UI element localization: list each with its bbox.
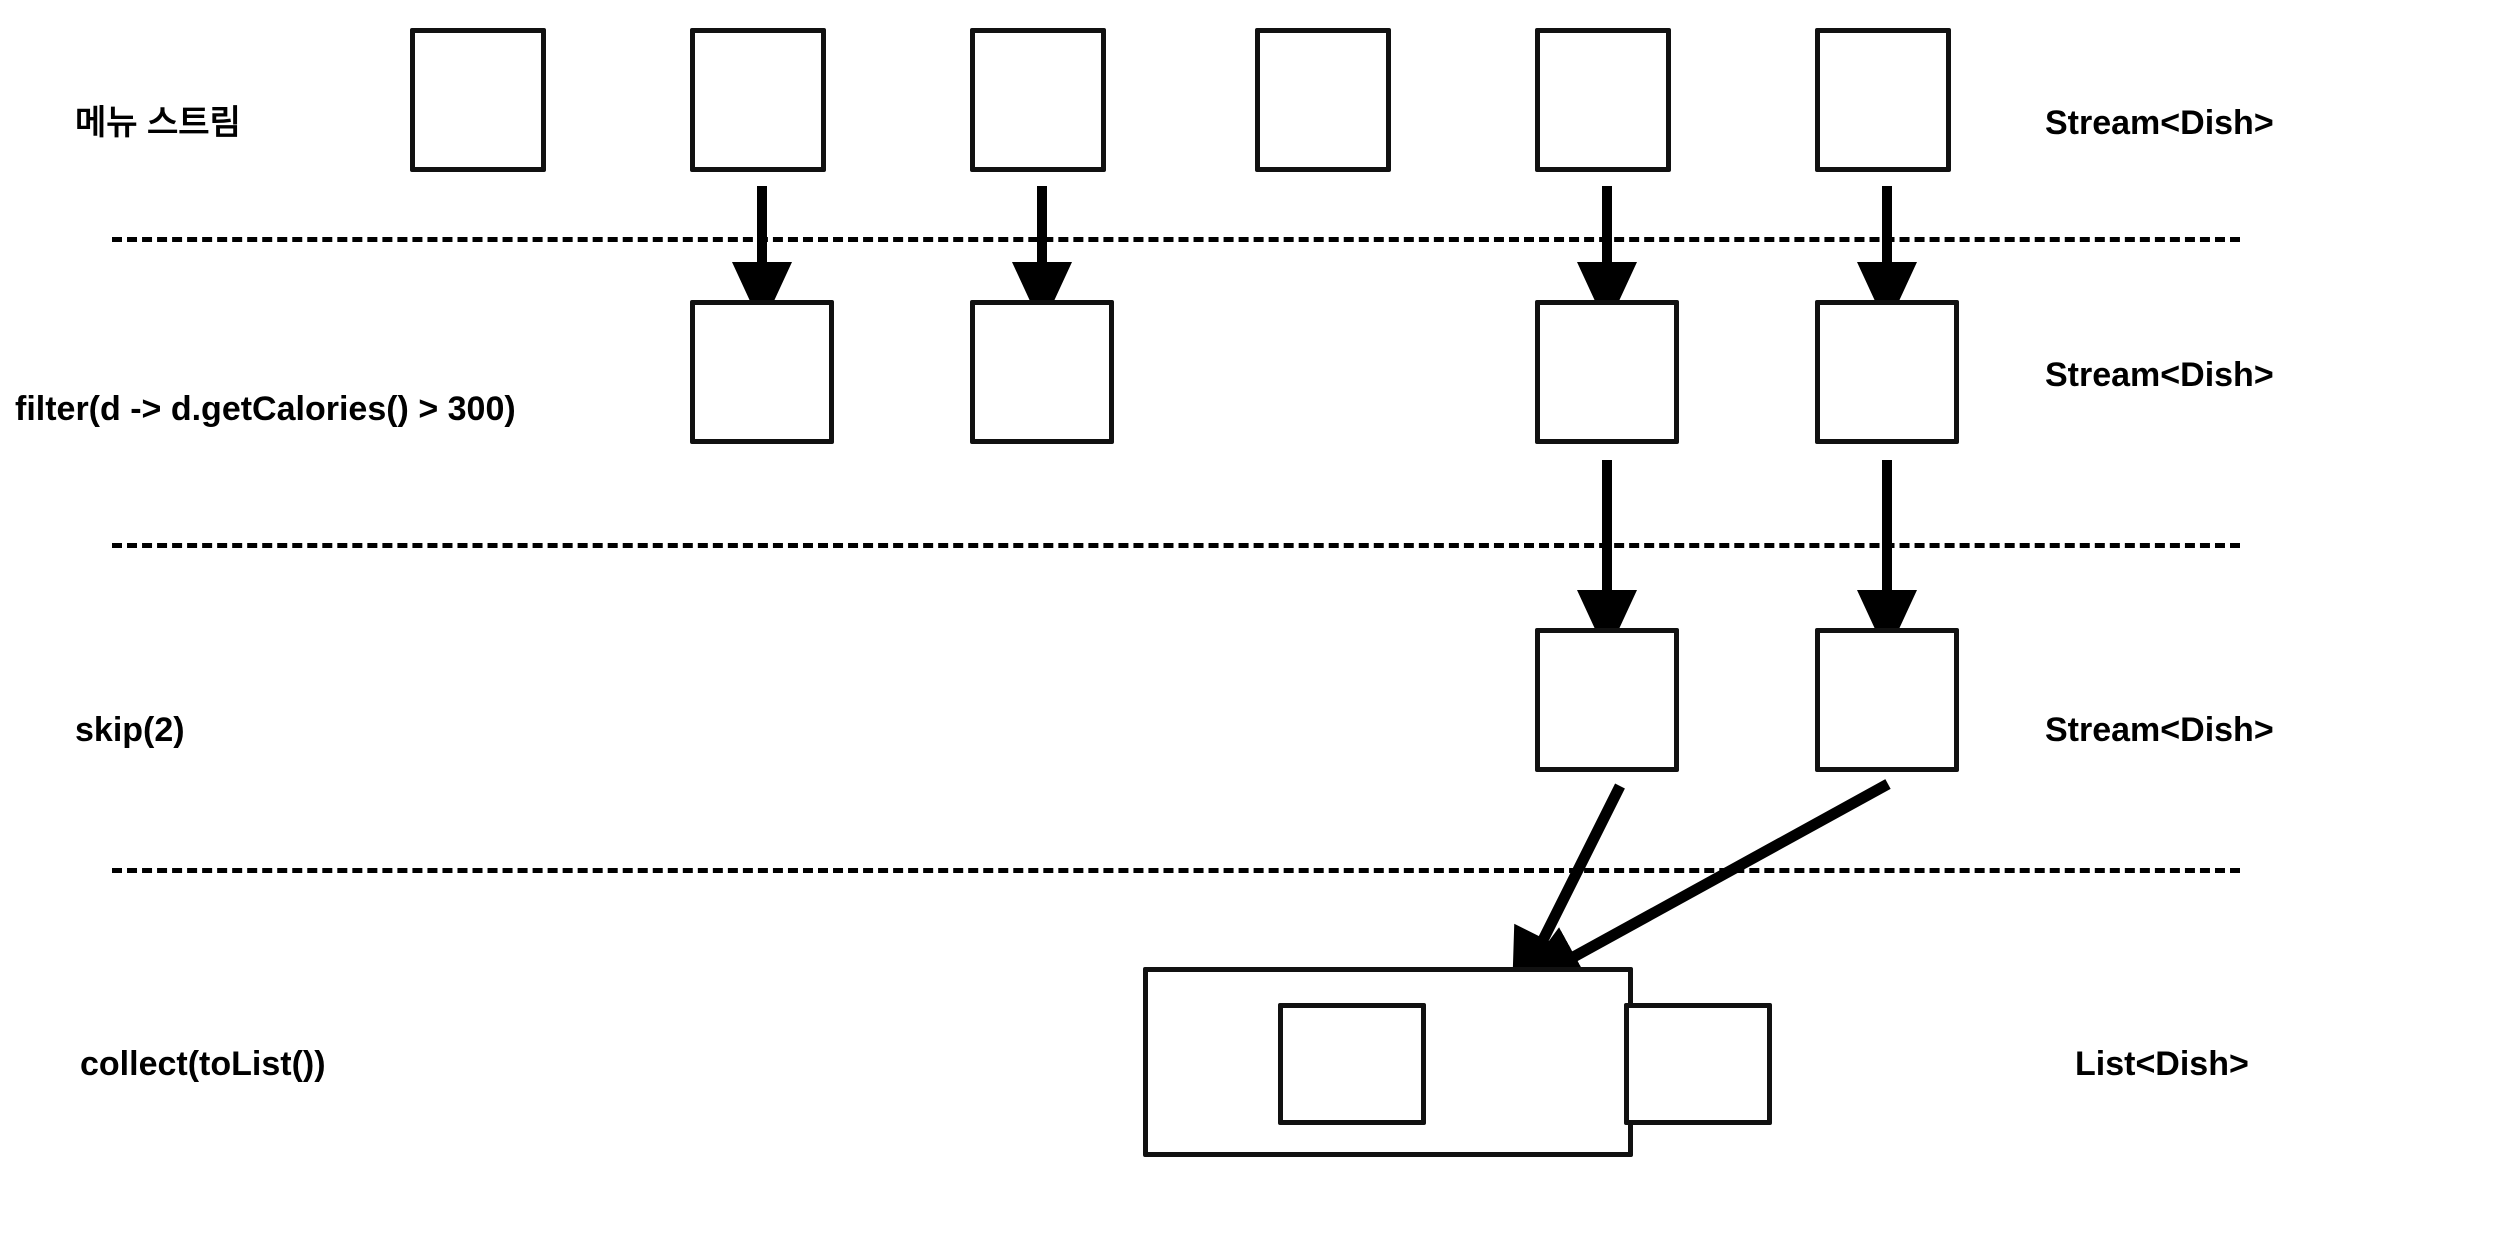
list-item-box-2 [1624, 1003, 1772, 1125]
dish-box-source-5 [1535, 28, 1671, 172]
operation-label-source: 메뉴 스트림 [75, 104, 241, 142]
arrow-group [732, 186, 1917, 1003]
arrow-skip-to-collect-2 [1512, 779, 1891, 991]
type-label-collect: List<Dish> [2075, 1045, 2249, 1083]
operation-label-filter: filter(d -> d.getCalories() > 300) [15, 390, 516, 428]
divider-skip-collect [112, 868, 2240, 873]
type-label-source: Stream<Dish> [2045, 104, 2274, 142]
arrow-skip-to-collect-1 [1511, 783, 1625, 1003]
operation-label-skip: skip(2) [75, 711, 185, 749]
dish-box-filter-4 [1815, 300, 1959, 444]
divider-filter-skip [112, 543, 2240, 548]
divider-source-filter [112, 237, 2240, 242]
dish-box-source-6 [1815, 28, 1951, 172]
dish-box-skip-1 [1535, 628, 1679, 772]
dish-box-source-2 [690, 28, 826, 172]
dish-box-source-3 [970, 28, 1106, 172]
dish-box-filter-2 [970, 300, 1114, 444]
dish-box-filter-1 [690, 300, 834, 444]
list-item-box-1 [1278, 1003, 1426, 1125]
dish-box-skip-2 [1815, 628, 1959, 772]
type-label-skip: Stream<Dish> [2045, 711, 2274, 749]
operation-label-collect: collect(toList()) [80, 1045, 326, 1083]
type-label-filter: Stream<Dish> [2045, 356, 2274, 394]
dish-box-source-4 [1255, 28, 1391, 172]
dish-box-source-1 [410, 28, 546, 172]
dish-box-filter-3 [1535, 300, 1679, 444]
